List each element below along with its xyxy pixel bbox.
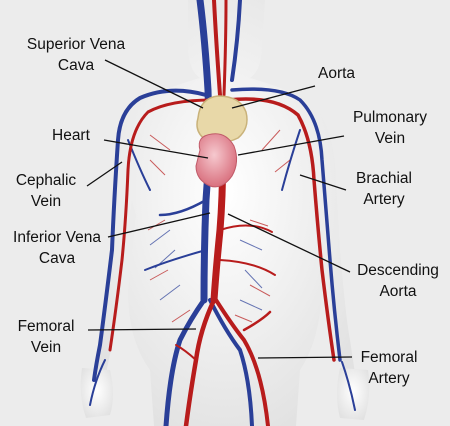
label-pulmonary-vein: Pulmonary Vein	[352, 109, 428, 147]
label-brachial-artery: Brachial Artery	[356, 170, 412, 208]
arterial-network	[108, 0, 336, 426]
label-aorta: Aorta	[318, 65, 356, 82]
label-femoral-artery: Femoral Artery	[360, 349, 418, 387]
heart-organ	[195, 133, 238, 188]
label-femoral-vein: Femoral Vein	[17, 318, 75, 356]
label-inferior-vena-cava: Inferior Vena Cava	[13, 229, 101, 267]
label-heart: Heart	[52, 127, 90, 144]
label-descending-aorta: Descending Aorta	[357, 262, 439, 300]
label-cephalic-vein: Cephalic Vein	[15, 172, 77, 210]
label-superior-vena-cava: Superior Vena Cava	[26, 36, 126, 74]
leader-lines	[86, 59, 353, 359]
